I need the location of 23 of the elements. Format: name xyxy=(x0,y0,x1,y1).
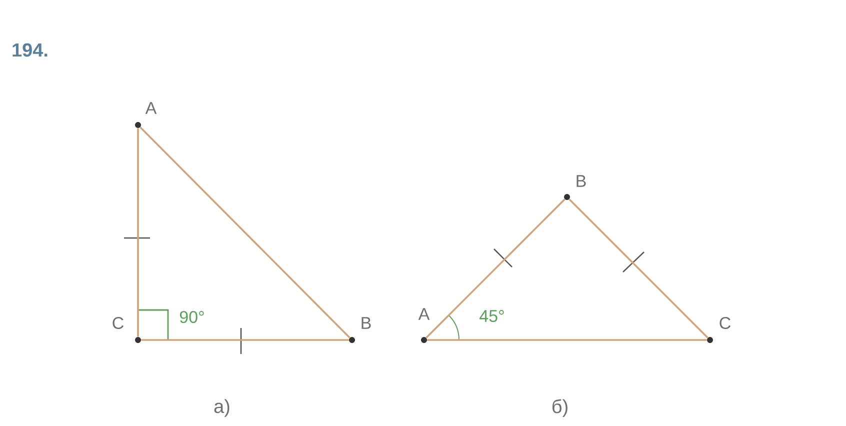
vertex-point: B xyxy=(564,175,586,200)
node-label: B xyxy=(576,175,586,187)
node-label: B xyxy=(362,317,371,329)
node-label: A xyxy=(145,102,157,114)
node-label: C xyxy=(720,316,731,330)
problem-number: 194. xyxy=(12,43,48,57)
angle-label: 90° xyxy=(180,310,204,324)
triangle-side xyxy=(137,128,139,337)
vertex-point: B xyxy=(349,317,371,343)
angle-label: 45° xyxy=(480,310,504,322)
triangle-side xyxy=(568,198,708,338)
node-label: A xyxy=(418,308,430,320)
vertex-point: A xyxy=(418,308,430,343)
figure-label: б) xyxy=(552,399,568,417)
triangle-side xyxy=(427,339,707,341)
figure-label: а) xyxy=(214,399,230,417)
vertex-point: C xyxy=(707,316,730,343)
vertex-point: C xyxy=(112,316,141,343)
triangle-side xyxy=(141,339,349,341)
triangle-side xyxy=(140,126,350,338)
triangle-side xyxy=(426,198,566,338)
node-label: C xyxy=(112,316,124,330)
vertex-point: A xyxy=(135,102,157,128)
